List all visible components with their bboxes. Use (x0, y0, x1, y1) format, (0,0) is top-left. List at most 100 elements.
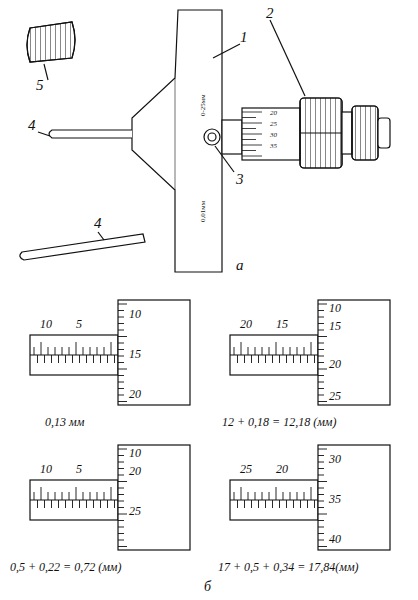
scale-line (118, 455, 124, 456)
scale-line (62, 492, 63, 500)
scale-line (114, 500, 115, 508)
scale-line (269, 492, 270, 500)
scale-line (318, 382, 324, 383)
scale-line (242, 128, 256, 129)
scale-label: 25 (240, 463, 252, 475)
scale-line (318, 488, 324, 489)
scale-outline (118, 300, 190, 405)
scale-line (37, 500, 38, 508)
callout-number: 4 (28, 118, 36, 133)
scale-label: 20 (240, 318, 252, 330)
scale-line (72, 355, 73, 363)
leader-line (270, 20, 305, 96)
scale-outline (318, 300, 390, 405)
scale-line (90, 347, 91, 355)
scale-line (318, 449, 327, 450)
scale-line (76, 487, 77, 500)
scale-line (297, 347, 298, 355)
scale-line (318, 317, 324, 318)
scale-line (283, 347, 284, 355)
scale-line (79, 500, 80, 508)
scale-label: 35 (270, 143, 277, 150)
ratchet (352, 106, 378, 160)
scale-line (318, 388, 324, 389)
scale-label: 25 (270, 121, 277, 128)
scale-line (118, 375, 124, 376)
scale-line (318, 330, 324, 331)
scale-line (265, 355, 266, 363)
scale-line (118, 514, 127, 515)
scale-line (318, 546, 327, 547)
scale-line (311, 487, 312, 500)
scale-line (118, 336, 127, 337)
scale-line (318, 475, 324, 476)
scale-line (118, 481, 127, 482)
scale-line (86, 500, 87, 508)
scale-line (104, 492, 105, 500)
ratchet-cap (378, 118, 390, 148)
scale-line (242, 150, 256, 151)
scale-line (318, 468, 324, 469)
scale-label: 20 (276, 463, 288, 475)
scale-line (118, 362, 124, 363)
scale-line (118, 369, 127, 370)
scale-line (290, 492, 291, 500)
scale-line (318, 304, 327, 305)
scale-line (118, 501, 124, 502)
scale-label: 20 (129, 388, 141, 400)
scale-line (111, 487, 112, 500)
scale-line (69, 347, 70, 355)
scale-line (251, 500, 252, 508)
scale-line (90, 492, 91, 500)
scale-label: 10 (40, 463, 52, 475)
scale-line (237, 355, 238, 363)
scale-line (242, 156, 262, 157)
scale-line (118, 356, 124, 357)
scale-line (118, 468, 124, 469)
scale-line (51, 355, 52, 363)
scale-line (314, 500, 315, 508)
scale-line (318, 310, 324, 311)
scale-line (318, 533, 324, 534)
scale-line (44, 500, 45, 508)
scale-line (318, 349, 324, 350)
scale-line (276, 487, 277, 500)
scale-label: 10 (129, 447, 141, 459)
scale-line (118, 507, 124, 508)
scale-line (114, 355, 115, 363)
scale-line (237, 500, 238, 508)
scale-line (272, 500, 273, 508)
scale-label: 20 (129, 465, 141, 477)
leader-line (38, 132, 50, 136)
scale-line (307, 500, 308, 508)
scale-label: 30 (270, 132, 277, 139)
scale-line (242, 134, 262, 135)
scale-line (318, 362, 324, 363)
scale-line (318, 527, 324, 528)
callout-number: 4 (94, 216, 102, 231)
scale-line (111, 342, 112, 355)
scale-line (118, 520, 124, 521)
callout-number: 1 (240, 30, 248, 45)
scale-line (107, 355, 108, 363)
scale-line (104, 347, 105, 355)
scale-line (97, 492, 98, 500)
scale-label: 20 (270, 110, 277, 117)
scale-line (69, 492, 70, 500)
scale-line (314, 355, 315, 363)
scale-line (262, 347, 263, 355)
scale-line (293, 355, 294, 363)
scale-line (100, 500, 101, 508)
scale-line (265, 500, 266, 508)
neck (342, 112, 352, 154)
scale-line (62, 347, 63, 355)
scale-line (293, 500, 294, 508)
scale-label: 20 (329, 358, 341, 370)
callout-number: 5 (36, 78, 44, 93)
spare-rod (20, 234, 145, 260)
scale-line (44, 355, 45, 363)
scale-line (118, 527, 124, 528)
scale-line (318, 481, 327, 482)
scale-line (297, 492, 298, 500)
scale-line (41, 487, 42, 500)
